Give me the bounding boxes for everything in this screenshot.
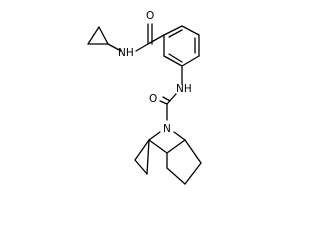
azabicyclo-ring — [134, 131, 202, 185]
top-amide-group — [135, 23, 165, 52]
bond-cyclopropyl-nh — [107, 43, 122, 52]
molecule-canvas: O NH NH O N — [87, 10, 202, 185]
atom-o-bottom: O — [149, 93, 157, 105]
atom-nh-top: NH — [118, 47, 134, 59]
benzene-ring — [163, 25, 200, 67]
atom-nh-mid: NH — [176, 83, 192, 95]
atom-n-bridge: N — [163, 123, 171, 135]
structure-drawing: O NH NH O N — [87, 10, 202, 185]
lower-amide-group — [159, 93, 177, 121]
cyclopropyl-ring — [87, 26, 109, 45]
atom-o-top: O — [146, 10, 154, 22]
